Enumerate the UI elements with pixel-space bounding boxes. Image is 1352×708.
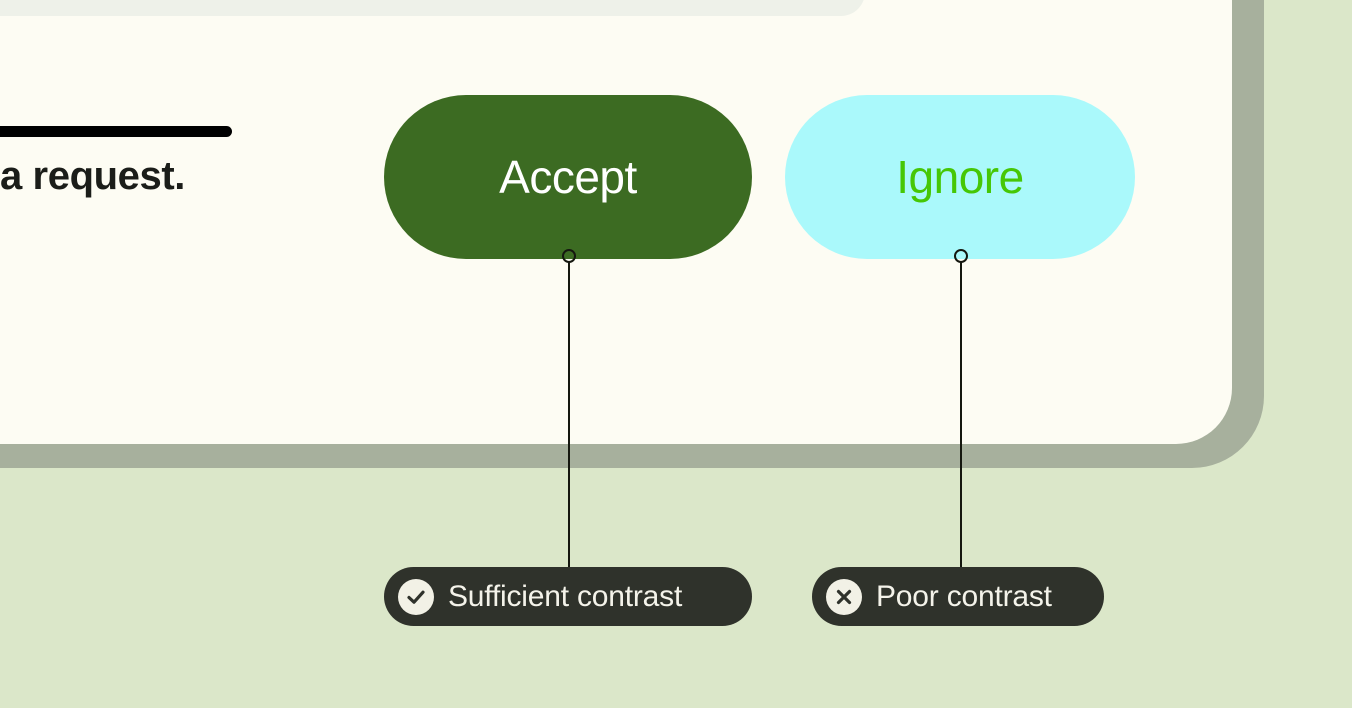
accept-button-label: Accept <box>499 151 637 203</box>
ignore-button[interactable]: Ignore <box>785 95 1135 259</box>
ignore-button-label: Ignore <box>896 151 1024 203</box>
home-indicator <box>0 126 232 137</box>
annotation-label: Sufficient contrast <box>448 579 683 613</box>
annotation-label: Poor contrast <box>876 579 1052 613</box>
x-circle-icon <box>826 578 862 615</box>
annotation-sufficient-contrast: Sufficient contrast <box>384 567 752 626</box>
body-text: a request. <box>0 154 185 198</box>
check-circle-icon <box>398 578 434 615</box>
content-card-lower <box>0 0 865 16</box>
accept-button[interactable]: Accept <box>384 95 752 259</box>
annotation-poor-contrast: Poor contrast <box>812 567 1104 626</box>
